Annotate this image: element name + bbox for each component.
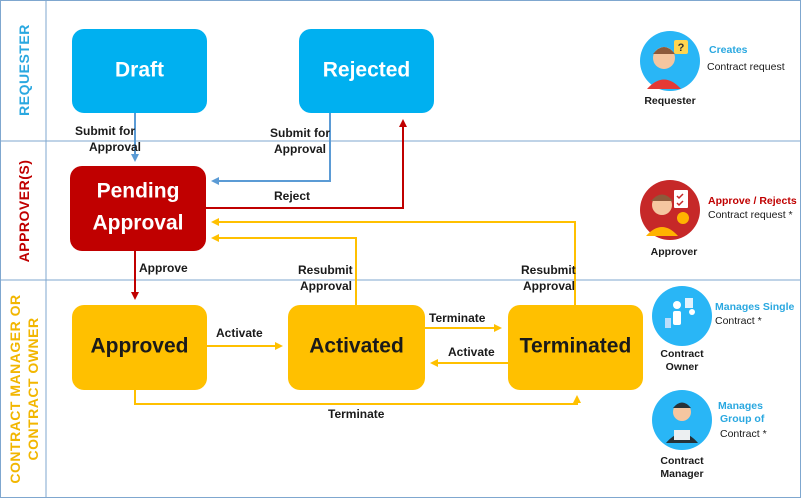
label-submit-draft-2: Approval bbox=[89, 140, 141, 154]
requester-object: Contract request bbox=[707, 61, 785, 73]
state-approved[interactable]: Approved bbox=[72, 305, 207, 390]
state-draft[interactable]: Draft bbox=[72, 29, 207, 113]
lane-label-approver: APPROVER(S) bbox=[16, 160, 32, 263]
state-approved-label: Approved bbox=[90, 335, 188, 358]
state-draft-label: Draft bbox=[115, 59, 164, 82]
manager-title: Contract Manager bbox=[644, 455, 720, 481]
approver-checklist-icon bbox=[640, 180, 700, 240]
approver-title: Approver bbox=[650, 246, 698, 258]
label-activate-approved: Activate bbox=[216, 326, 263, 340]
manager-title-line2: Manager bbox=[660, 468, 704, 480]
owner-title-line1: Contract bbox=[660, 348, 704, 360]
approver-object: Contract request * bbox=[708, 209, 793, 221]
manager-action-line1: Manages bbox=[718, 400, 763, 412]
approver-role-text: Approve / Rejects Contract request * bbox=[708, 195, 800, 222]
label-resubmit-activated-2: Approval bbox=[300, 279, 352, 293]
state-pending-approval[interactable]: Pending Approval bbox=[70, 166, 206, 251]
state-rejected[interactable]: Rejected bbox=[299, 29, 434, 113]
edge-activated-to-pending bbox=[211, 234, 357, 305]
lane-label-manager-line2: CONTRACT OWNER bbox=[25, 317, 41, 460]
manager-action-line2: Group of bbox=[720, 413, 765, 425]
label-resubmit-terminated-2: Approval bbox=[523, 279, 575, 293]
svg-text:?: ? bbox=[678, 42, 685, 54]
state-activated[interactable]: Activated bbox=[288, 305, 425, 390]
owner-role-text: Manages Single Contract * bbox=[715, 301, 799, 328]
manager-title-line1: Contract bbox=[660, 455, 704, 467]
label-approve: Approve bbox=[139, 261, 188, 275]
label-submit-rejected-2: Approval bbox=[274, 142, 326, 156]
owner-title-line2: Owner bbox=[665, 361, 699, 373]
owner-title: Contract Owner bbox=[644, 348, 720, 374]
label-terminate-activated: Terminate bbox=[429, 311, 486, 325]
manager-object: Contract * bbox=[720, 428, 767, 440]
edge-pending-to-rejected bbox=[206, 119, 407, 209]
owner-object: Contract * bbox=[715, 315, 762, 327]
edge-rejected-to-pending bbox=[211, 113, 331, 185]
label-reject: Reject bbox=[274, 189, 310, 203]
contract-manager-icon bbox=[652, 390, 712, 450]
contract-owner-icon bbox=[652, 286, 712, 346]
label-resubmit-activated-1: Resubmit bbox=[298, 263, 353, 277]
edge-approved-to-terminated bbox=[134, 390, 581, 405]
requester-question-icon: ? bbox=[640, 31, 700, 91]
state-rejected-label: Rejected bbox=[323, 59, 411, 82]
lane-label-manager-line1: CONTRACT MANAGER OR bbox=[7, 294, 23, 483]
label-submit-draft-1: Submit for bbox=[75, 124, 135, 138]
requester-action: Creates bbox=[709, 44, 748, 56]
requester-title: Requester bbox=[644, 95, 696, 107]
state-pending-label-line1: Pending bbox=[97, 180, 180, 203]
state-terminated-label: Terminated bbox=[520, 335, 632, 358]
label-resubmit-terminated-1: Resubmit bbox=[521, 263, 576, 277]
state-activated-label: Activated bbox=[309, 335, 404, 358]
approver-action: Approve / Rejects bbox=[708, 195, 797, 207]
edge-terminated-to-pending bbox=[211, 218, 576, 305]
owner-action: Manages Single bbox=[715, 301, 795, 313]
label-activate-terminated: Activate bbox=[448, 345, 495, 359]
requester-role-text: Creates Contract request bbox=[707, 44, 799, 74]
manager-role-text: Manages Group of Contract * bbox=[718, 400, 800, 441]
label-submit-rejected-1: Submit for bbox=[270, 126, 330, 140]
state-terminated[interactable]: Terminated bbox=[508, 305, 643, 390]
state-pending-label-line2: Approval bbox=[92, 212, 183, 235]
label-terminate-approved: Terminate bbox=[328, 407, 385, 421]
edges bbox=[131, 113, 581, 405]
lane-label-requester: REQUESTER bbox=[16, 24, 32, 116]
